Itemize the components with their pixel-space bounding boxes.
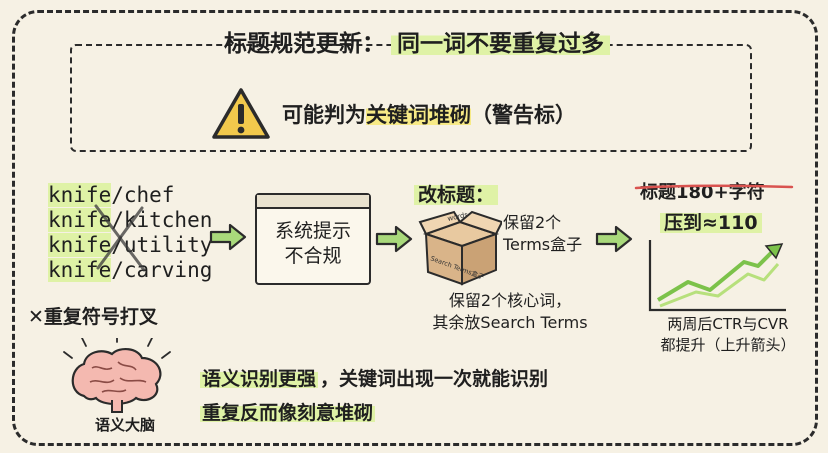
result-note: 两周后CTR与CVR 都提升（上升箭头）: [660, 315, 796, 354]
system-screen: 系统提示 不合规: [255, 193, 371, 285]
page-title: 标题规范更新：同一词不要重复过多: [0, 24, 828, 58]
semantic-line-2: 重复反而像刻意堆砌: [200, 402, 376, 424]
system-message: 系统提示 不合规: [274, 220, 351, 267]
semantic-line-1: 语义识别更强，关键词出现一次就能识别: [200, 368, 549, 390]
arrow-right-icon: [375, 225, 413, 253]
outer-dashed-frame: [12, 10, 818, 446]
new-title-length: 压到≈110: [660, 208, 762, 235]
warning-highlight: 关键词堆砌: [366, 103, 471, 127]
warning-triangle-icon: [212, 88, 270, 139]
keyword-item: knife/chef: [48, 183, 175, 207]
warning-text: 可能判为关键词堆砌（警告标）: [282, 99, 576, 129]
brain-icon: [63, 338, 171, 413]
title-prefix: 标题规范更新：: [224, 31, 385, 57]
arrow-right-icon: [209, 223, 247, 251]
retitle-label: 改标题：: [414, 180, 499, 207]
cross-note: ✕重复符号打叉: [28, 306, 158, 328]
brain-label: 语义大脑: [94, 416, 155, 434]
cardboard-box-icon: words Search Terms盒子: [418, 211, 502, 286]
semantic-note: 语义识别更强，关键词出现一次就能识别 重复反而像刻意堆砌: [200, 362, 550, 430]
warning-suffix: （警告标）: [471, 103, 576, 127]
keyword-item: knife/utility: [48, 233, 213, 257]
warning-row: 可能判为关键词堆砌（警告标）: [210, 84, 576, 144]
core-keywords-note: 保留2个核心词， 其余放Search Terms: [432, 291, 588, 332]
box-note: 保留2个 Terms盒子: [503, 213, 583, 254]
strikethrough-line: [634, 184, 794, 190]
cross-out-icon: [94, 204, 146, 272]
upward-trend-icon: [648, 240, 786, 312]
arrow-right-icon: [595, 225, 633, 253]
title-highlight: 同一词不要重复过多: [391, 31, 610, 57]
screen-title-bar: [257, 195, 369, 209]
keyword-item: knife/carving: [48, 258, 213, 282]
warning-prefix: 可能判为: [282, 103, 366, 127]
